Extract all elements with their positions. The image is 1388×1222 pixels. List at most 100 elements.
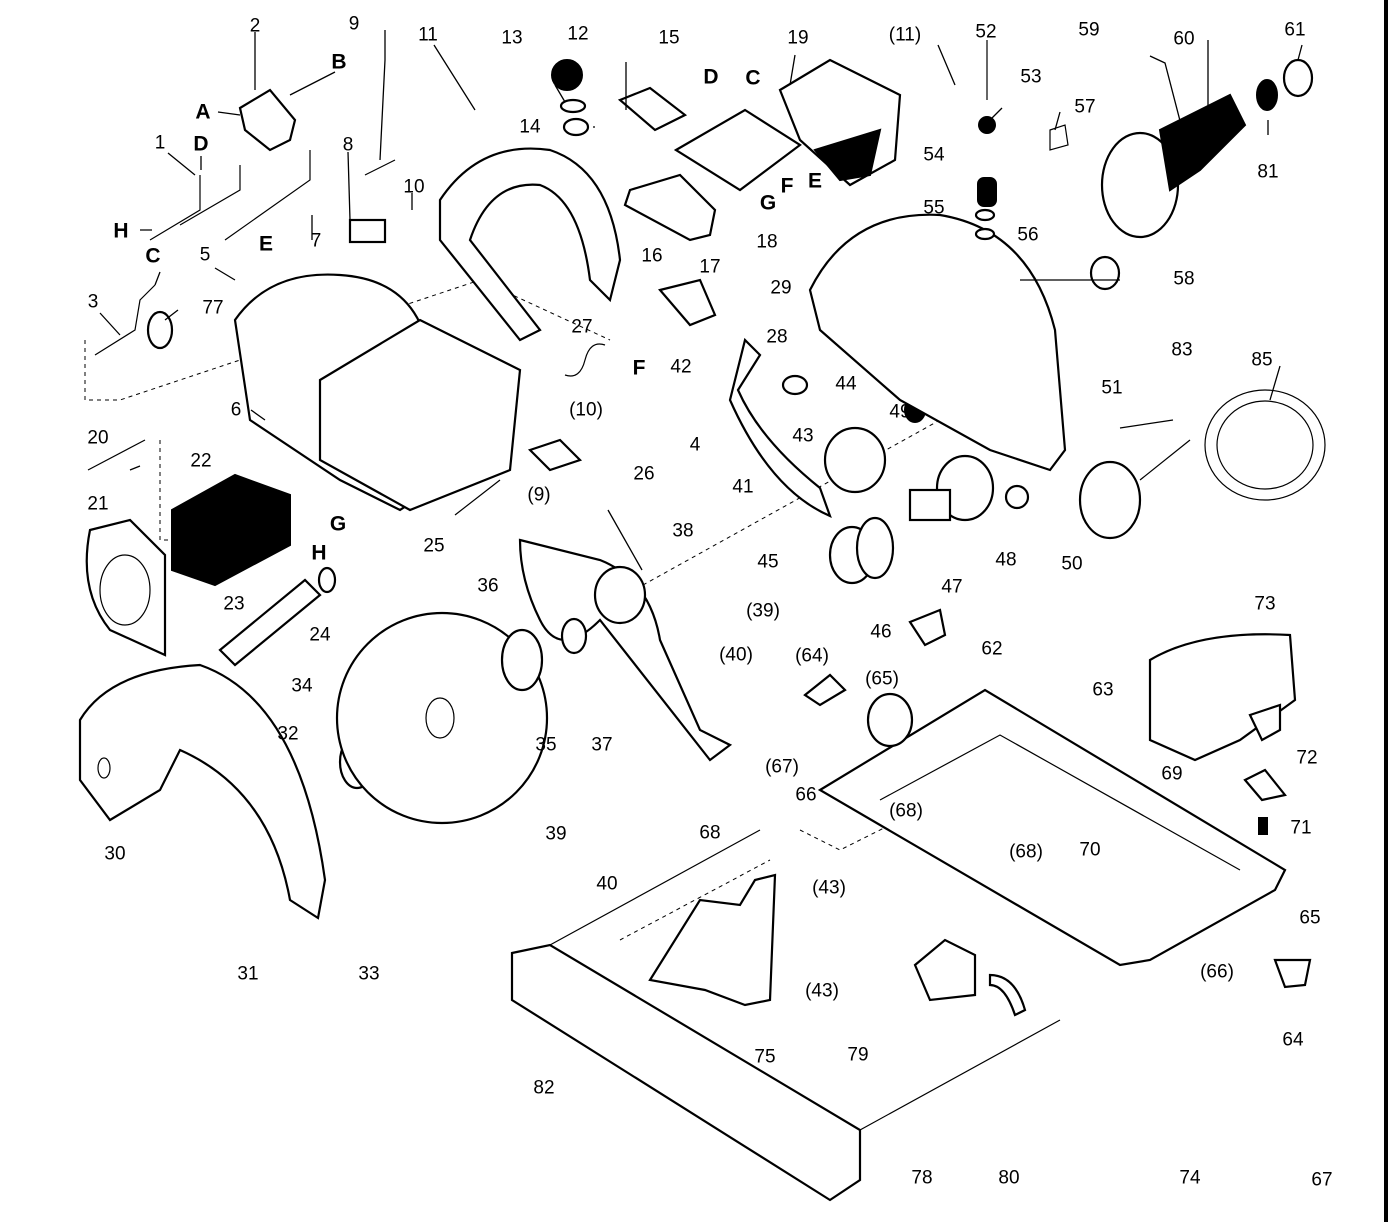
assembly-line (159, 440, 200, 541)
part-label: 22 (190, 450, 212, 472)
part-label: 65 (1299, 907, 1321, 929)
switch-part (238, 88, 297, 152)
part-label: 24 (309, 624, 331, 646)
blade-bore (425, 697, 455, 739)
part-label: (10) (569, 399, 603, 421)
part-label: 80 (998, 1167, 1020, 1189)
part-label: 83 (1171, 339, 1193, 361)
end-bracket-part (85, 518, 167, 657)
part-label: 31 (237, 963, 259, 985)
part-label: 38 (672, 520, 694, 542)
part-label: 74 (1179, 1167, 1201, 1189)
part-label: 4 (689, 434, 701, 456)
guard-arm-part (728, 337, 832, 519)
gear-part (551, 59, 583, 91)
switch-block-part (673, 108, 802, 192)
cap-part (978, 116, 996, 134)
part-label: 15 (658, 27, 680, 49)
part-label: 47 (941, 576, 963, 598)
cord-line (1139, 439, 1191, 481)
connector-part (348, 218, 387, 244)
part-label: 19 (787, 27, 809, 49)
assembly-line (84, 279, 611, 401)
part-label: 42 (670, 356, 692, 378)
lower-guard-part (78, 663, 327, 920)
armature-part (1158, 93, 1247, 192)
knob-part (803, 673, 847, 707)
rip-fence-part (648, 873, 777, 1007)
part-label: (43) (812, 877, 846, 899)
part-label: 71 (1290, 817, 1312, 839)
spring-part (1258, 817, 1268, 835)
pin-part (607, 509, 643, 571)
wire-letter: G (329, 512, 347, 536)
part-label: 45 (757, 551, 779, 573)
part-label: 5 (199, 244, 211, 266)
clip-part (1049, 124, 1069, 151)
inner-flange-part (500, 628, 544, 692)
cable-part (94, 284, 156, 356)
brush-holder-part (146, 310, 174, 350)
part-label: 32 (277, 723, 299, 745)
part-label: 57 (1074, 96, 1096, 118)
spindle-part (908, 488, 952, 522)
part-label: 82 (533, 1077, 555, 1099)
bearing-part (1256, 79, 1278, 111)
clip-part (988, 973, 1027, 1017)
saw-blade-part (335, 611, 549, 825)
screw-part (454, 479, 501, 516)
screw-part (87, 439, 146, 471)
part-label: 14 (519, 116, 541, 138)
part-label: 69 (1161, 763, 1183, 785)
base-rib (879, 734, 1241, 871)
plate-part (617, 86, 688, 132)
part-label: 78 (911, 1167, 933, 1189)
part-label: 63 (1092, 679, 1114, 701)
part-label: 3 (87, 291, 99, 313)
part-label: 49 (889, 401, 911, 423)
nut-part (562, 117, 590, 137)
part-label: 75 (754, 1046, 776, 1068)
o-ring-part (974, 208, 996, 222)
housing-body-part (318, 318, 522, 512)
part-label: 66 (795, 784, 817, 806)
part-label: 23 (223, 593, 245, 615)
part-label: 48 (995, 549, 1017, 571)
part-label: (40) (719, 644, 753, 666)
handle-half-part (438, 147, 622, 342)
bearing-part (1089, 255, 1121, 291)
part-label: 51 (1101, 377, 1123, 399)
part-label: (68) (1009, 841, 1043, 863)
wire-letter: C (145, 244, 161, 268)
part-label: (11) (888, 24, 922, 46)
part-label: 16 (641, 245, 663, 267)
part-label: 33 (358, 963, 380, 985)
washer-part (317, 566, 337, 594)
wire-letter: C (745, 66, 761, 90)
wire-letter: B (331, 50, 347, 74)
wire-letter: F (632, 356, 646, 380)
part-label: (39) (746, 600, 780, 622)
part-label: 7 (310, 230, 322, 252)
part-label: (64) (795, 645, 829, 667)
spring-part (977, 177, 997, 207)
knob-part (1273, 958, 1312, 989)
part-label: 77 (202, 297, 224, 319)
shaft-part (218, 578, 322, 667)
part-label: 25 (423, 535, 445, 557)
part-label: 55 (923, 197, 945, 219)
part-label: 68 (699, 822, 721, 844)
part-label: 17 (699, 256, 721, 278)
wire-letter: D (193, 132, 209, 156)
cover-grille (813, 128, 882, 182)
power-cord-part (1204, 389, 1326, 501)
part-label: 27 (571, 316, 593, 338)
wire-letter: D (703, 65, 719, 89)
bushing-part (1004, 484, 1030, 510)
part-label: (67) (765, 756, 799, 778)
o-ring-part (974, 227, 996, 241)
wire-letter: H (113, 219, 129, 243)
part-label: 21 (87, 493, 109, 515)
